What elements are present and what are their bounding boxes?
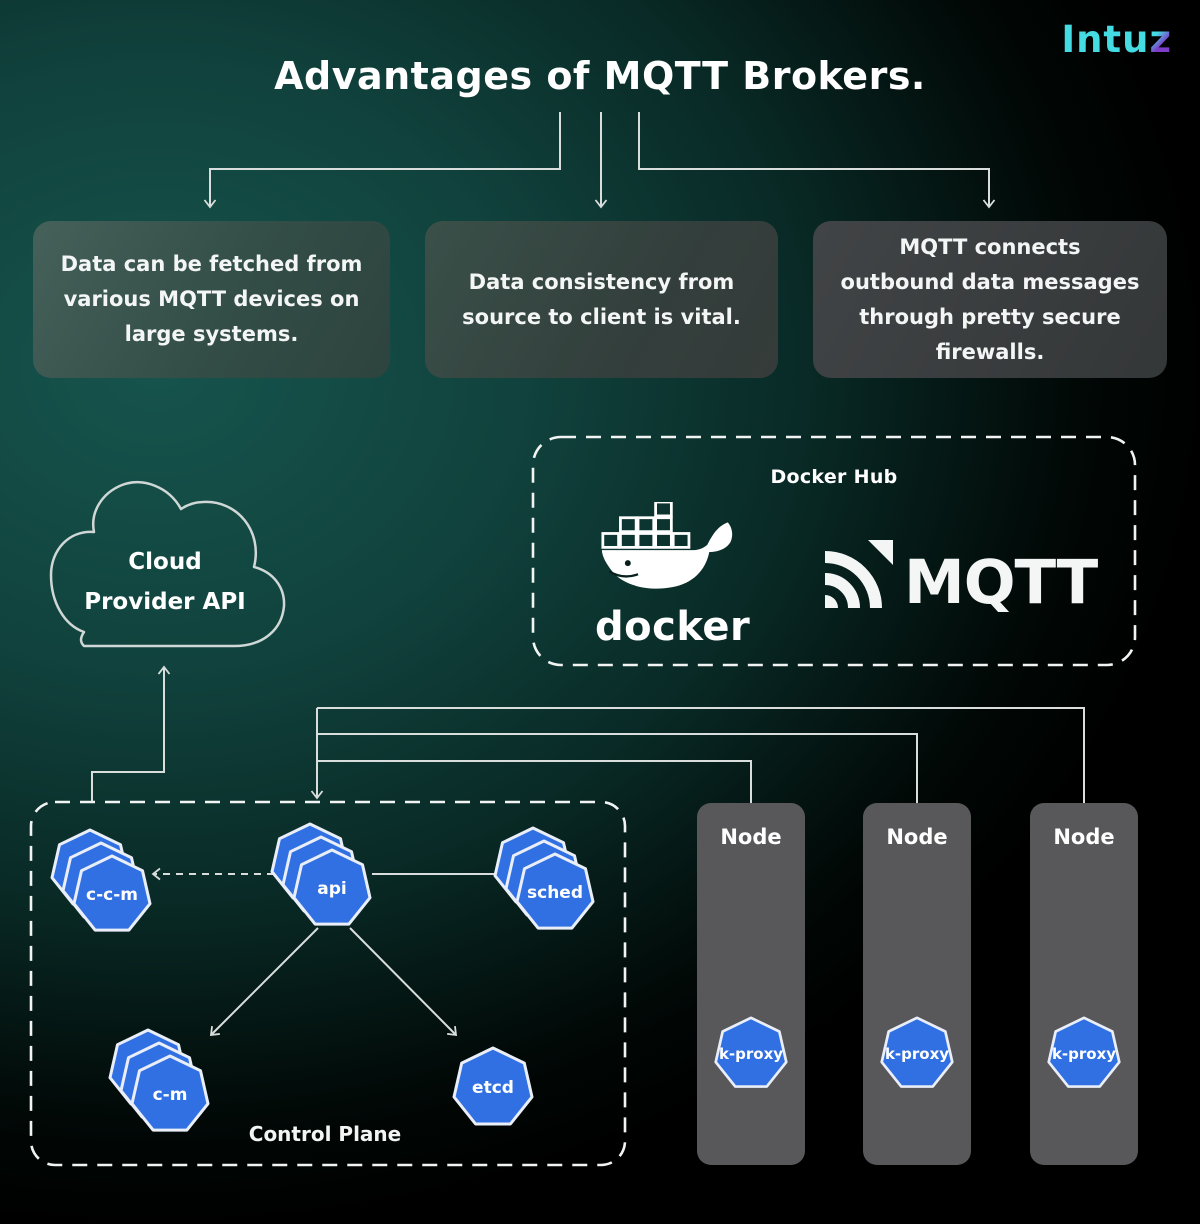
node-3: Node k-proxy xyxy=(1030,803,1138,1165)
advantage-card-2: Data consistency from source to client i… xyxy=(425,221,778,378)
docker-wordmark: docker xyxy=(595,604,751,650)
heptagon-stack-icon xyxy=(50,828,152,932)
node-3-kproxy-heptagon: k-proxy xyxy=(1046,1016,1122,1092)
docker-hub-dashed-border xyxy=(531,435,1137,667)
node-2: Node k-proxy xyxy=(863,803,971,1165)
node-1-kproxy-label: k-proxy xyxy=(718,1045,784,1063)
node-1: Node k-proxy xyxy=(697,803,805,1165)
node-2-kproxy-label: k-proxy xyxy=(884,1045,950,1063)
cloud-shape xyxy=(49,481,286,648)
advantage-card-3-text: MQTT connects outbound data messages thr… xyxy=(840,234,1140,364)
arrow-controlplane-to-cloud xyxy=(91,665,171,802)
arrow-api-to-cm xyxy=(209,927,319,1037)
advantage-card-1-text: Data can be fetched from various MQTT de… xyxy=(60,252,363,346)
node-1-kproxy-heptagon: k-proxy xyxy=(713,1016,789,1092)
control-plane-dashed-border xyxy=(29,800,627,1167)
etcd-label: etcd xyxy=(472,1078,514,1098)
heptagon-icon xyxy=(1047,1016,1121,1088)
node-1-label: Node xyxy=(720,825,782,849)
api-label: api xyxy=(317,879,347,899)
node-2-label: Node xyxy=(886,825,948,849)
heptagon-icon xyxy=(452,1046,534,1126)
page-title: Advantages of MQTT Brokers. xyxy=(274,54,926,98)
docker-whale-icon xyxy=(600,500,732,589)
node-3-kproxy-label: k-proxy xyxy=(1051,1045,1117,1063)
sched-heptagon-stack: sched xyxy=(489,824,601,946)
advantage-card-3: MQTT connects outbound data messages thr… xyxy=(813,221,1167,378)
cloud-provider-api-label: Cloud Provider API xyxy=(60,542,270,622)
heptagon-icon xyxy=(714,1016,788,1088)
cm-label: c-m xyxy=(152,1085,188,1105)
advantage-card-2-text: Data consistency from source to client i… xyxy=(462,269,741,329)
mqtt-signal-icon xyxy=(824,540,893,609)
arrow-title-to-card-1 xyxy=(203,112,561,209)
ccm-label: c-c-m xyxy=(86,885,138,905)
heptagon-icon xyxy=(880,1016,954,1088)
arrow-api-to-etcd xyxy=(349,927,458,1037)
heptagon-stack-icon xyxy=(493,826,595,930)
mqtt-wordmark: MQTT xyxy=(904,547,1098,618)
mqtt-logo: MQTT xyxy=(822,537,1098,618)
line-to-node-1 xyxy=(317,760,752,803)
heptagon-stack-icon xyxy=(270,822,372,926)
docker-hub-label: Docker Hub xyxy=(770,466,898,488)
arrow-title-to-card-3 xyxy=(638,112,996,209)
etcd-heptagon: etcd xyxy=(451,1046,535,1130)
cm-heptagon-stack: c-m xyxy=(104,1026,216,1148)
advantage-card-1: Data can be fetched from various MQTT de… xyxy=(33,221,390,378)
ccm-heptagon-stack: c-c-m xyxy=(46,826,158,948)
sched-label: sched xyxy=(527,883,583,903)
line-to-node-3 xyxy=(317,707,1085,803)
intuz-logo-accent: z xyxy=(1149,18,1172,61)
intuz-logo-text: Intu xyxy=(1061,18,1150,61)
heptagon-stack-icon xyxy=(108,1028,210,1132)
intuz-logo: Intuz xyxy=(1061,18,1172,61)
node-2-kproxy-heptagon: k-proxy xyxy=(879,1016,955,1092)
cloud-label-line2: Provider API xyxy=(84,589,246,615)
line-to-node-2 xyxy=(317,733,918,803)
api-heptagon-stack: api xyxy=(266,820,378,942)
node-3-label: Node xyxy=(1053,825,1115,849)
docker-logo: docker xyxy=(595,500,751,650)
cloud-label-line1: Cloud xyxy=(128,549,202,575)
control-plane-label: Control Plane xyxy=(248,1122,402,1146)
